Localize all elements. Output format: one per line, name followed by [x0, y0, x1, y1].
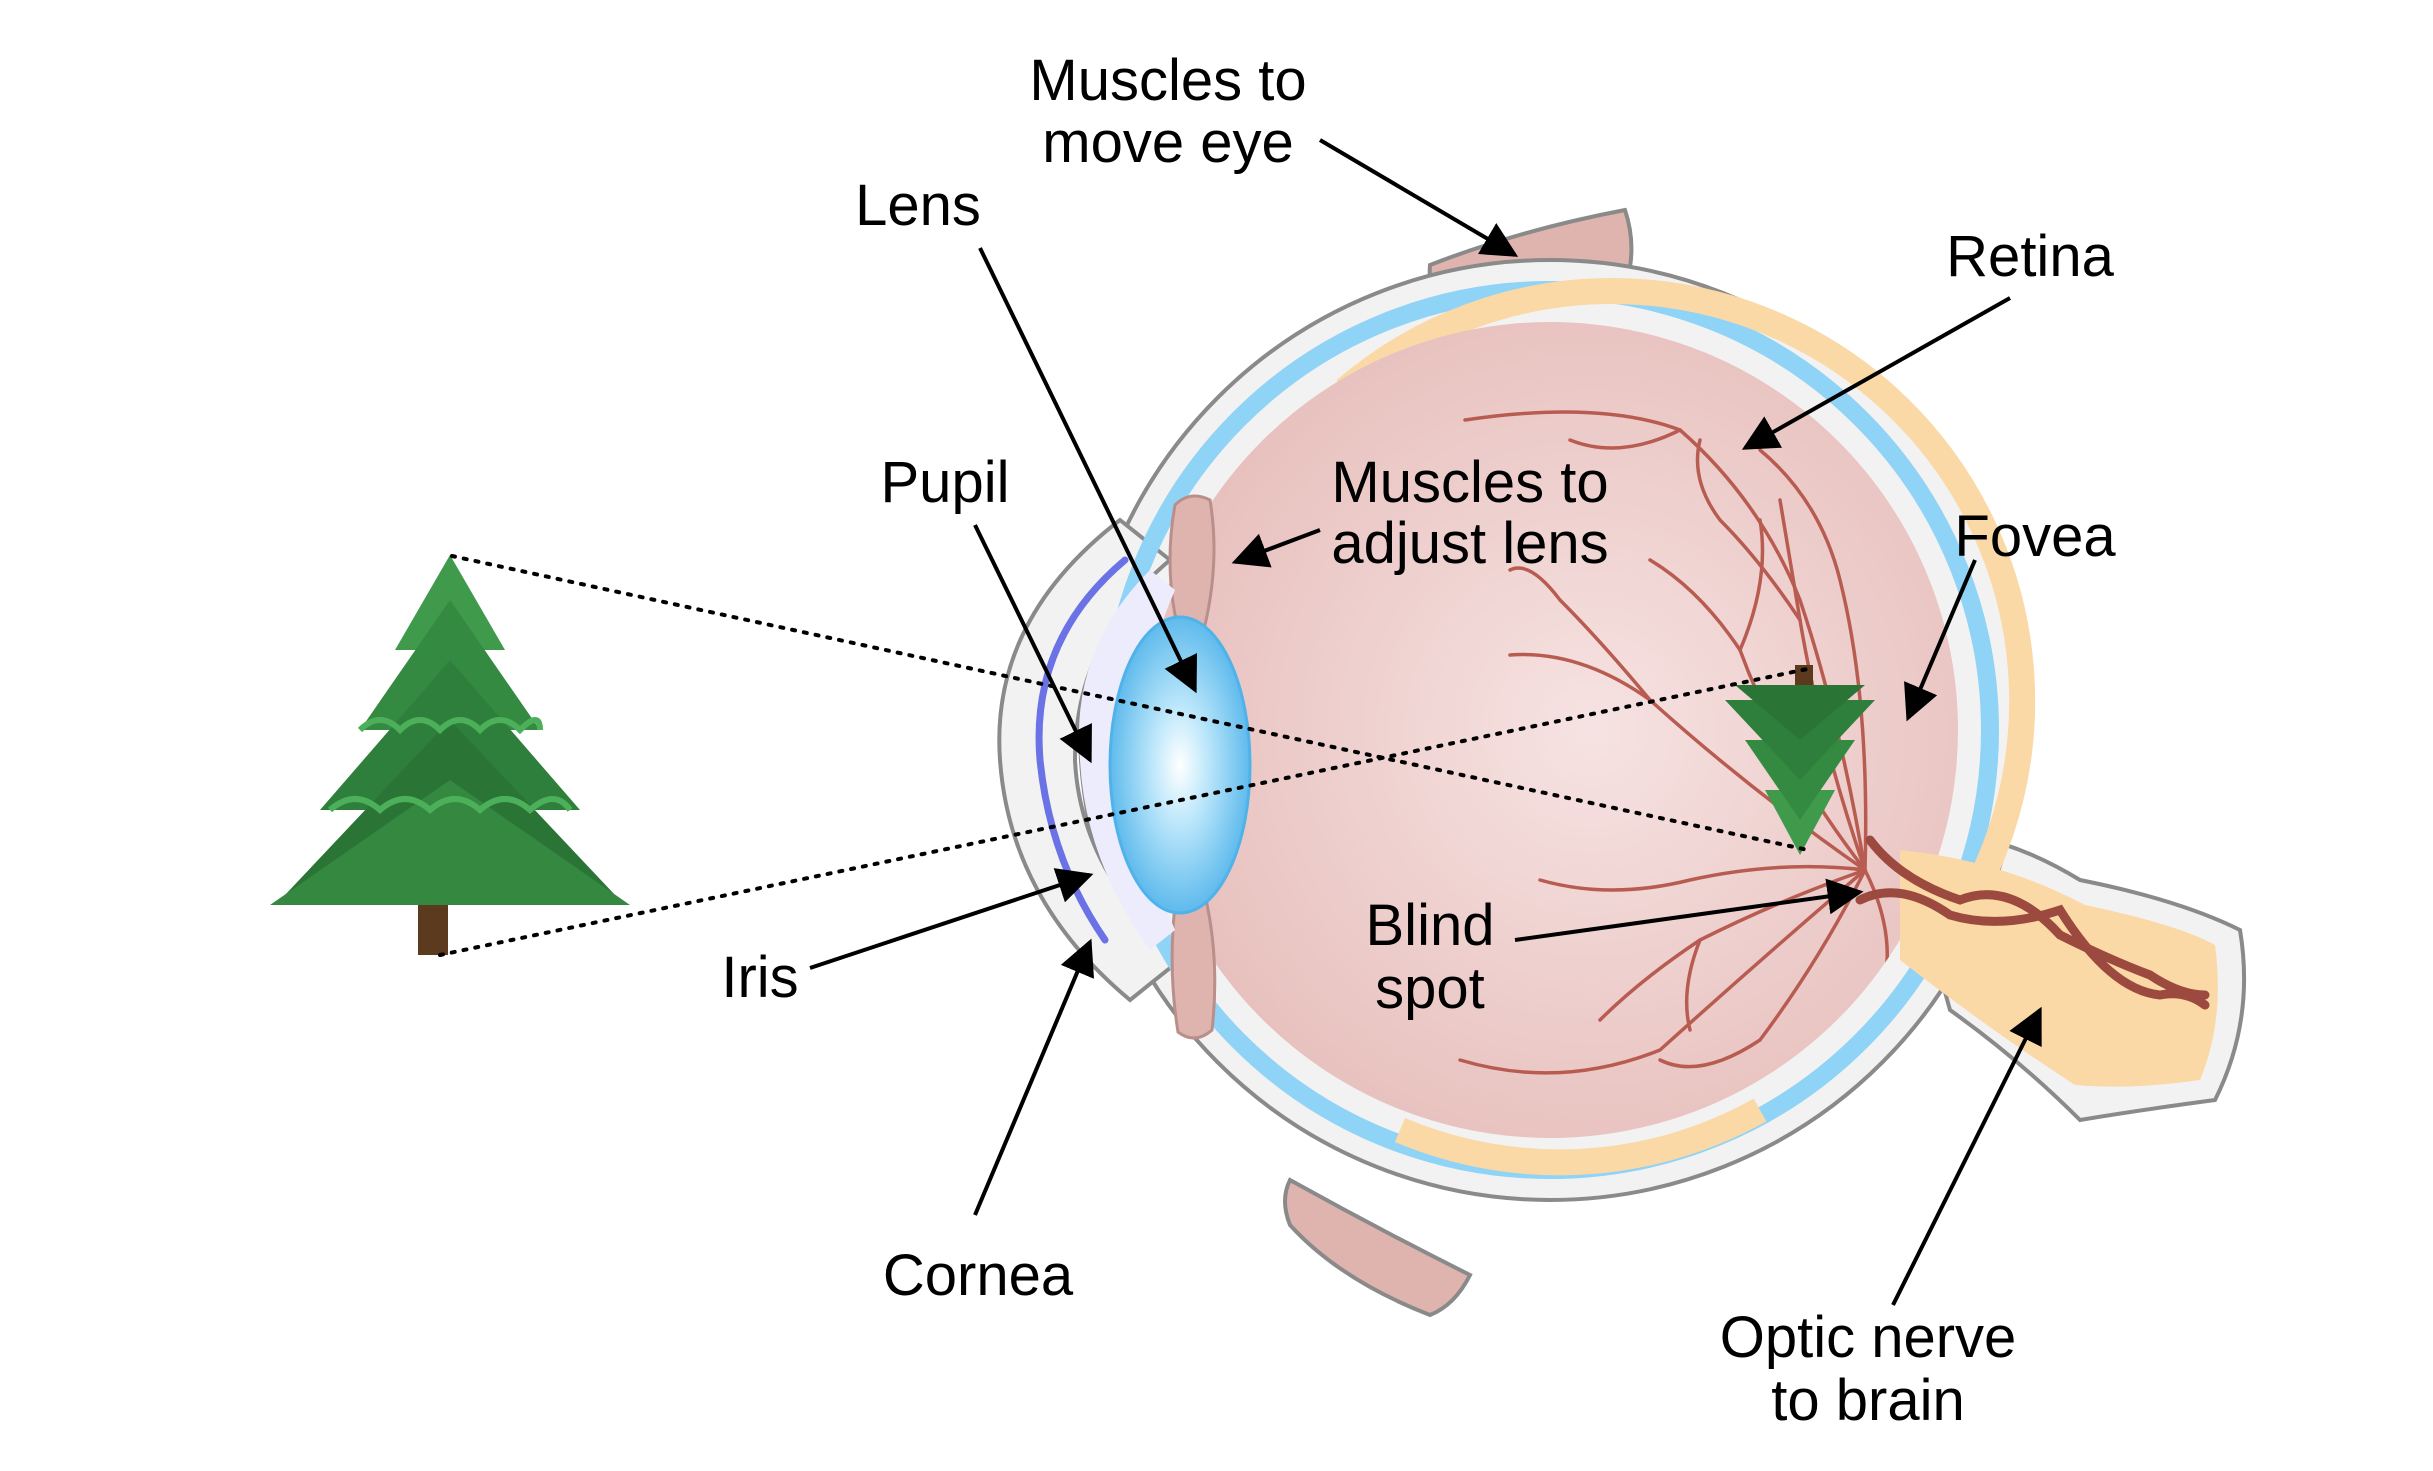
leader-muscles-adjust-lens: [1231, 528, 1321, 568]
light-rays: [438, 554, 1814, 957]
leader-iris: [809, 868, 1094, 970]
upper-ciliary-muscle: [1168, 494, 1216, 628]
label-muscles-move-eye-line2: move eye: [1042, 110, 1293, 175]
label-muscles-adjust-lens-line1: Muscles to: [1331, 450, 1608, 515]
optic-nerve-vessels: [1855, 835, 2210, 1010]
leader-cornea: [973, 938, 1095, 1216]
leader-fovea: [1904, 559, 1977, 722]
label-blind-spot-line2: spot: [1375, 956, 1485, 1021]
tree-icon: [270, 555, 630, 955]
label-retina: Retina: [1946, 224, 2114, 289]
leader-pupil: [973, 524, 1092, 764]
leader-muscles-move-eye: [1318, 138, 1519, 257]
lens: [1108, 615, 1252, 915]
label-pupil: Pupil: [881, 450, 1010, 515]
leader-lens: [978, 247, 1198, 694]
label-blind-spot-line1: Blind: [1366, 893, 1495, 958]
label-muscles-adjust-lens-line2: adjust lens: [1331, 511, 1608, 576]
label-optic-nerve-line1: Optic nerve: [1720, 1305, 2017, 1370]
leader-optic-nerve: [1891, 1006, 2042, 1306]
inverted-tree-icon: [1725, 665, 1875, 855]
lower-eye-muscle: [1283, 1177, 1473, 1318]
lower-ciliary-muscle: [1170, 892, 1217, 1040]
label-optic-nerve-line2: to brain: [1771, 1368, 1964, 1433]
leader-retina: [1741, 296, 2011, 450]
label-iris: Iris: [721, 945, 798, 1010]
optic-nerve: [1900, 850, 2218, 1087]
retina-layer: [1336, 278, 2036, 969]
label-lens: Lens: [855, 173, 981, 238]
leader-blind-spot: [1514, 878, 1864, 942]
label-muscles-move-eye-line1: Muscles to: [1029, 48, 1306, 113]
label-cornea: Cornea: [883, 1243, 1074, 1308]
leader-lines: [809, 138, 2042, 1306]
vitreous-body: [1142, 322, 1958, 1138]
retina-layer-lower: [1394, 1098, 1767, 1176]
label-fovea: Fovea: [1954, 504, 2116, 569]
